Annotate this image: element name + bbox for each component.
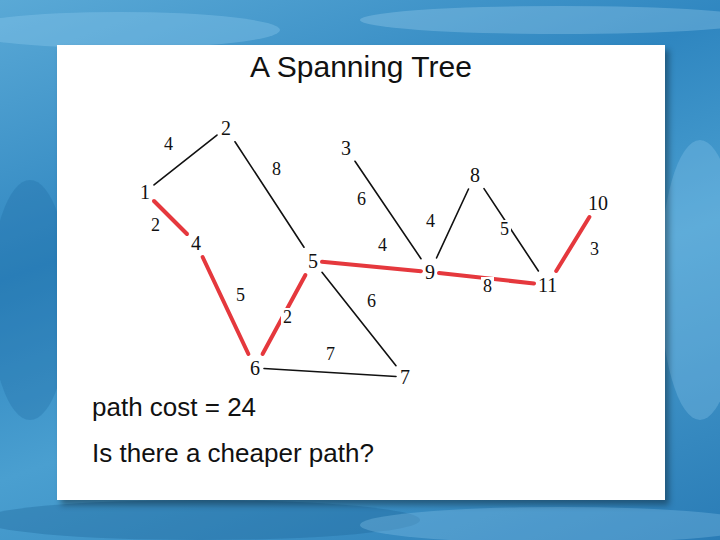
graph-vertex: 5: [306, 249, 320, 273]
graph-vertex: 3: [339, 136, 353, 160]
edge-weight: 2: [149, 216, 162, 236]
graph-edge: [355, 161, 421, 258]
vertex-number: 9: [425, 261, 435, 283]
graph-vertex: 2: [219, 116, 233, 140]
vertex-number: 5: [308, 250, 318, 272]
edge-weight: 3: [588, 240, 601, 260]
edge-weight: 4: [376, 236, 389, 256]
vertex-number: 10: [588, 192, 608, 214]
edge-weight: 6: [355, 190, 368, 210]
graph-edge: [436, 189, 468, 258]
graph-edge: [264, 369, 396, 377]
vertex-number: 7: [400, 366, 410, 388]
slide-note: path cost = 24: [92, 392, 256, 423]
graph-edge: [322, 272, 396, 365]
edge-weight: 7: [324, 345, 337, 365]
graph-vertex: 9: [423, 260, 437, 284]
graph-vertex: 6: [248, 356, 262, 380]
edge-weight: 2: [281, 308, 294, 328]
tree-edge: [556, 217, 589, 271]
edge-weight: 8: [270, 160, 283, 180]
edge-weight: 6: [365, 292, 378, 312]
edge-weight: 8: [481, 277, 494, 297]
vertex-number: 2: [221, 117, 231, 139]
edge-weight: 5: [234, 286, 247, 306]
vertex-number: 3: [341, 137, 351, 159]
vertex-number: 6: [250, 357, 260, 379]
vertex-number: 4: [191, 232, 201, 254]
graph-vertex: 11: [536, 273, 559, 297]
slide-note: Is there a cheaper path?: [92, 438, 374, 469]
vertex-number: 11: [538, 274, 557, 296]
edge-weight: 4: [424, 212, 437, 232]
slide-panel: [57, 45, 665, 500]
graph-edge: [235, 142, 304, 247]
vertex-number: 8: [470, 164, 480, 186]
edge-weight: 5: [498, 220, 511, 240]
graph-vertex: 4: [189, 231, 203, 255]
slide-title: A Spanning Tree: [57, 50, 665, 84]
graph-edge: [484, 189, 538, 271]
vertex-number: 1: [140, 181, 150, 203]
graph-vertex: 1: [138, 180, 152, 204]
tree-edge: [263, 275, 306, 354]
graph-vertex: 8: [468, 163, 482, 187]
graph-vertex: 10: [586, 191, 610, 215]
graph-edge: [154, 135, 217, 185]
tree-edge: [322, 262, 421, 271]
graph-vertex: 7: [398, 365, 412, 389]
tree-edge: [203, 257, 249, 354]
edge-weight: 4: [162, 135, 175, 155]
